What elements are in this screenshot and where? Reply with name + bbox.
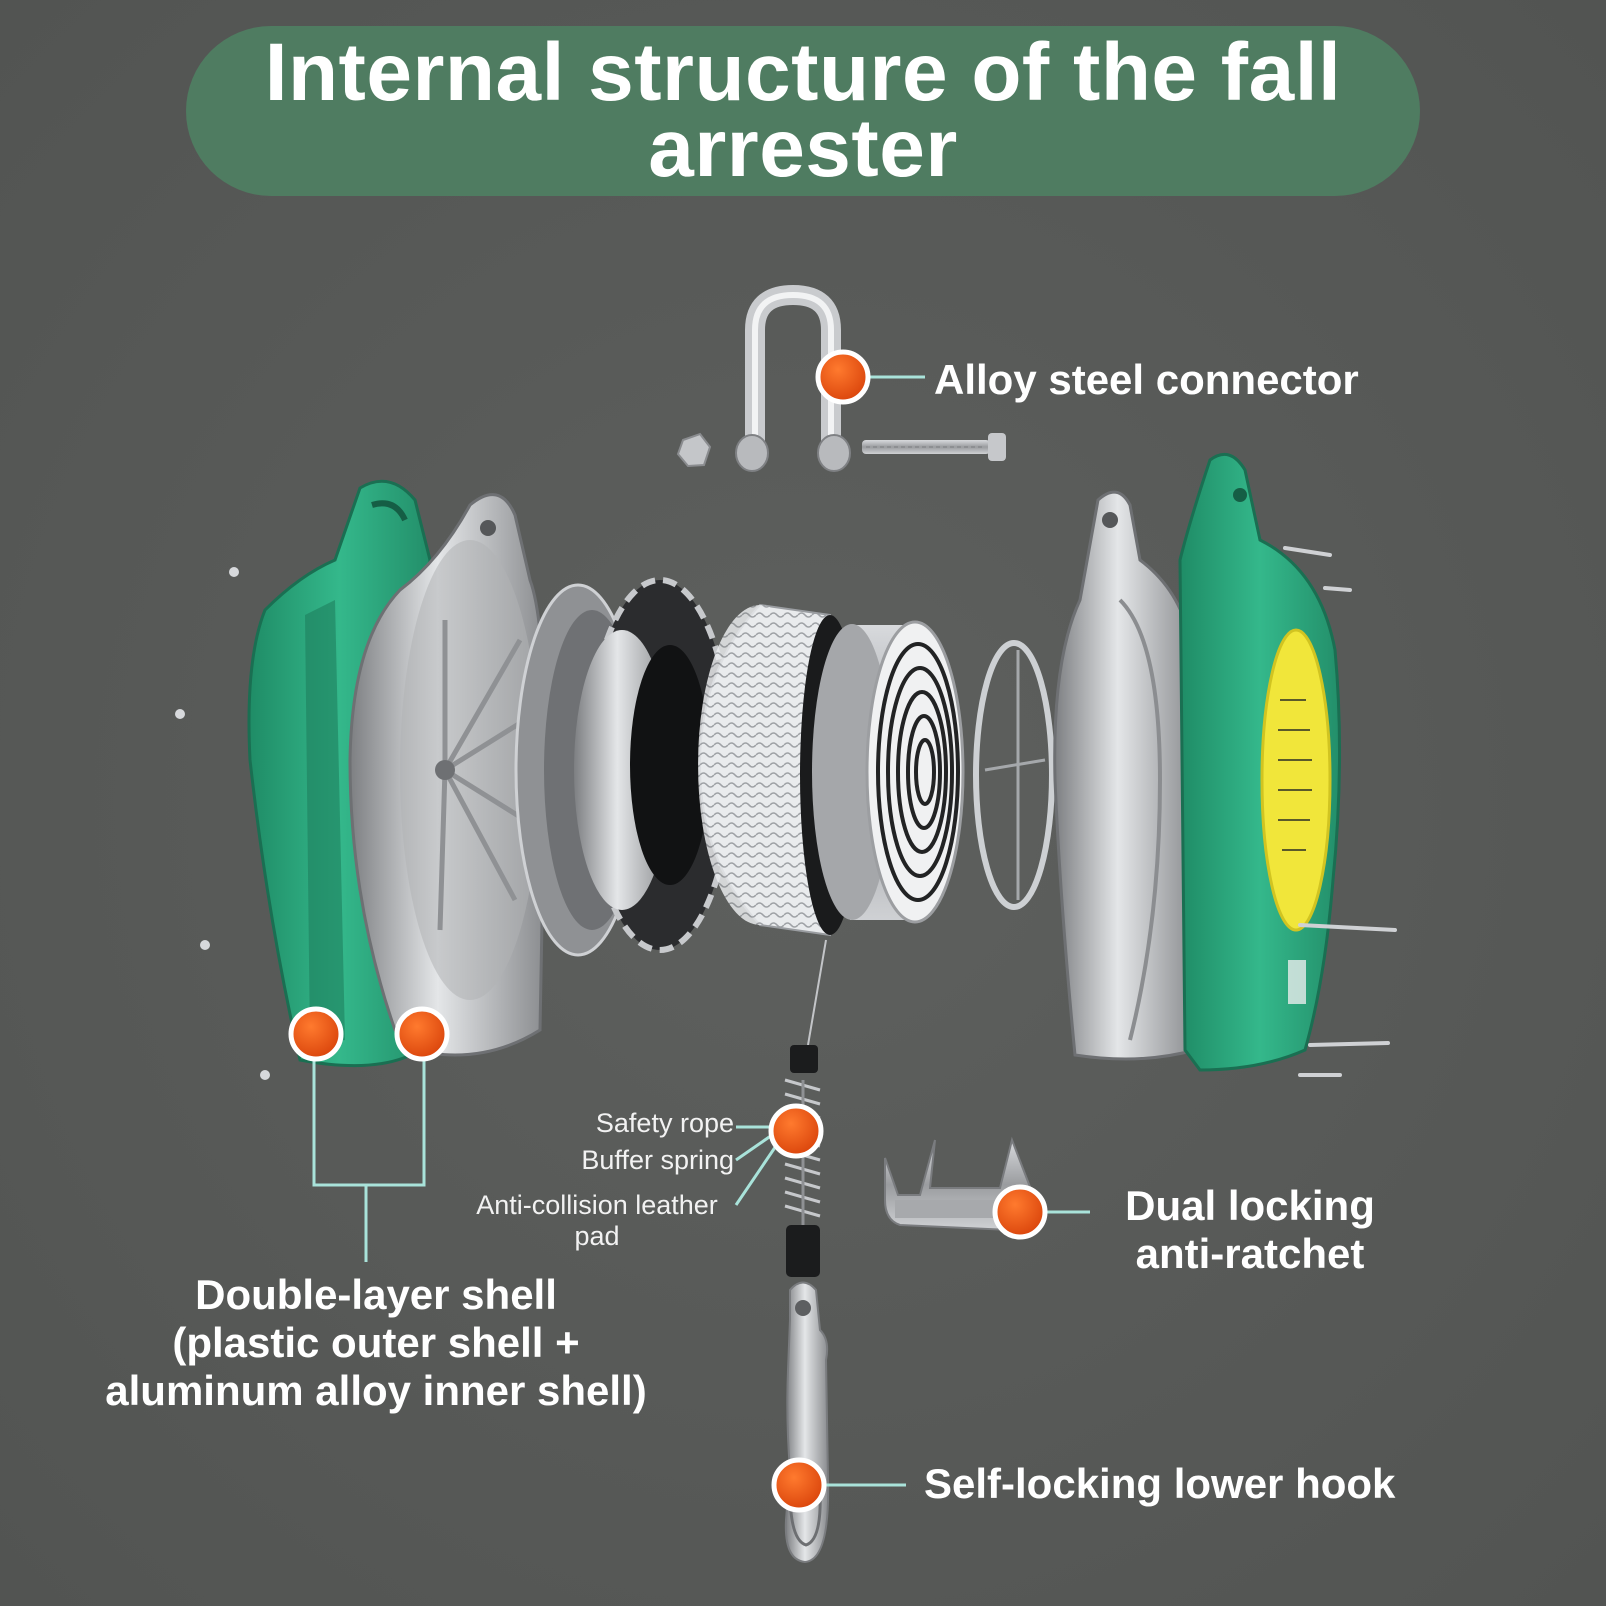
safety-rope-line — [807, 939, 827, 1046]
right-outer-shell — [1178, 452, 1342, 1072]
right-inner-shell — [1053, 490, 1197, 1061]
marker-inner-shell — [394, 1006, 450, 1062]
label-ratchet-line2: anti-ratchet — [1135, 1230, 1365, 1277]
label-safety-rope: Safety rope — [595, 1108, 734, 1138]
page-title: Internal structure of the fall arrester — [264, 27, 1342, 194]
label-pad-line1: Anti-collision leather — [476, 1190, 718, 1220]
label-shell-line2: (plastic outer shell + — [172, 1319, 580, 1366]
label-anti-collision-pad: Anti-collision leather pad — [450, 1190, 744, 1252]
alloy-steel-connector-part — [676, 284, 1006, 472]
marker-connector — [815, 349, 871, 405]
label-double-layer-shell: Double-layer shell (plastic outer shell … — [56, 1271, 696, 1415]
ratchet-gear — [574, 577, 735, 953]
label-shell-line3: aluminum alloy inner shell) — [105, 1367, 647, 1414]
buffer-spring-assembly — [784, 1045, 821, 1277]
marker-outer-shell — [288, 1006, 344, 1062]
label-dual-locking-anti-ratchet: Dual locking anti-ratchet — [1080, 1182, 1420, 1278]
label-alloy-steel-connector: Alloy steel connector — [934, 356, 1359, 403]
left-inner-shell — [348, 493, 547, 1057]
marker-lower-hook — [771, 1457, 827, 1513]
self-locking-lower-hook-part — [784, 1281, 830, 1564]
label-buffer-spring: Buffer spring — [581, 1145, 734, 1175]
label-ratchet-line1: Dual locking — [1125, 1182, 1375, 1229]
marker-buffer-spring — [768, 1103, 824, 1159]
leader-lines — [312, 375, 1090, 1487]
title-banner: Internal structure of the fall arrester — [186, 26, 1420, 196]
label-pad-line2: pad — [574, 1221, 620, 1251]
marker-anti-ratchet — [992, 1184, 1048, 1240]
right-screws — [1283, 546, 1397, 1077]
label-self-locking-lower-hook: Self-locking lower hook — [924, 1460, 1396, 1507]
spiral-spring-cassette — [812, 620, 965, 924]
label-shell-line1: Double-layer shell — [195, 1271, 557, 1318]
pawl-ring — [973, 640, 1055, 910]
left-screws — [175, 567, 270, 1080]
callout-markers — [288, 349, 1048, 1513]
